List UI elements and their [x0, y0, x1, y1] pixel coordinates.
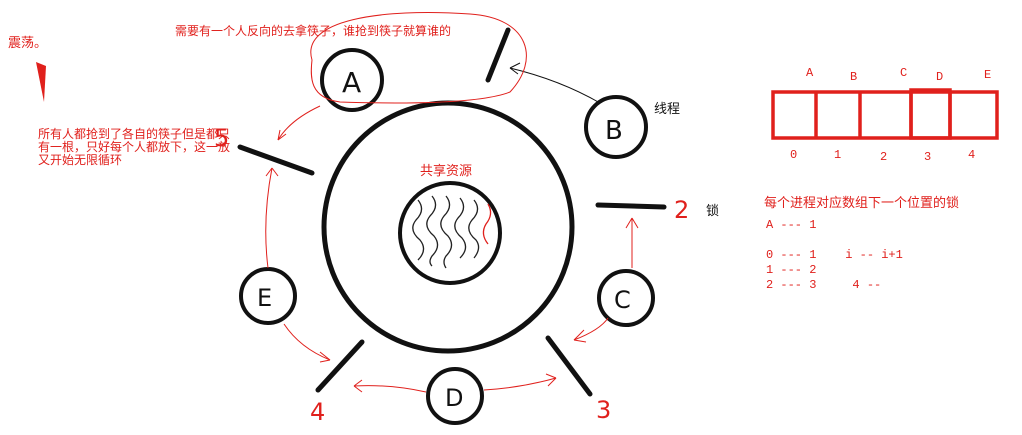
node-c-circle: [597, 269, 655, 327]
array-header: B: [850, 70, 858, 84]
array-index: 3: [924, 150, 932, 164]
node-a-circle: [320, 48, 384, 112]
array-headers: A B C D E: [772, 66, 998, 84]
mapping-line: [766, 233, 903, 248]
mapping-line: 1 --- 2: [766, 263, 817, 277]
node-d-label: D: [445, 384, 463, 412]
chopstick-right: [595, 202, 667, 210]
chopstick-left: [237, 144, 315, 176]
red-arrows: [265, 105, 639, 393]
chopstick-number-2: 2: [674, 196, 689, 224]
node-d-circle: [426, 367, 484, 425]
chopstick-number-5: 5: [214, 124, 229, 152]
chopstick-bottom-left: [315, 339, 365, 393]
node-c-label: C: [614, 286, 631, 314]
label-thread: 线程: [654, 102, 681, 117]
label-shared-resource: 共享资源: [420, 164, 473, 179]
lock-array-frame: [771, 90, 999, 140]
node-a-label: A: [342, 66, 361, 99]
array-header: D: [936, 70, 944, 84]
array-index: 1: [834, 148, 842, 162]
resource-squiggles: [412, 195, 492, 269]
array-header: E: [984, 68, 992, 82]
node-b-circle: [584, 95, 648, 159]
inner-resource-circle: [398, 181, 502, 285]
note-top: 需要有一个人反向的去拿筷子，谁抢到筷子就算谁的: [175, 24, 452, 38]
mapping-line: A --- 1: [766, 218, 817, 232]
note-right: 每个进程对应数组下一个位置的锁: [764, 196, 960, 211]
array-header: C: [900, 66, 908, 80]
arrow-b-to-chopstick: [509, 67, 601, 104]
array-index: 4: [968, 148, 976, 162]
node-e-label: E: [257, 284, 272, 312]
chopstick-top: [485, 27, 511, 83]
outer-resource-circle: [321, 100, 575, 354]
lock-array: [771, 88, 999, 140]
mapping-line: 2 --- 3 4 --: [766, 278, 882, 292]
arrow-b-head: [509, 62, 521, 75]
lock-array-cell-3: [909, 88, 952, 140]
array-indices: 0 1 2 3 4: [772, 148, 998, 164]
red-lasso: [310, 12, 527, 104]
label-lock: 锁: [706, 204, 720, 219]
note-oscillation: 震荡。: [8, 36, 48, 51]
chopstick-bottom-right: [545, 335, 593, 397]
array-index: 2: [880, 150, 888, 164]
node-e-circle: [239, 267, 297, 325]
chopstick-number-4: 4: [310, 398, 325, 426]
mapping-line: 0 --- 1 i -- i+1: [766, 248, 903, 262]
array-index: 0: [790, 148, 798, 162]
node-b-label: B: [605, 116, 623, 146]
red-wedge-mark: [36, 62, 46, 102]
chopstick-number-3: 3: [596, 396, 611, 424]
array-header: A: [806, 66, 814, 80]
note-left: 所有人都抢到了各自的筷子但是都只有一根，只好每个人都放下，这一放又开始无限循环: [38, 127, 231, 167]
